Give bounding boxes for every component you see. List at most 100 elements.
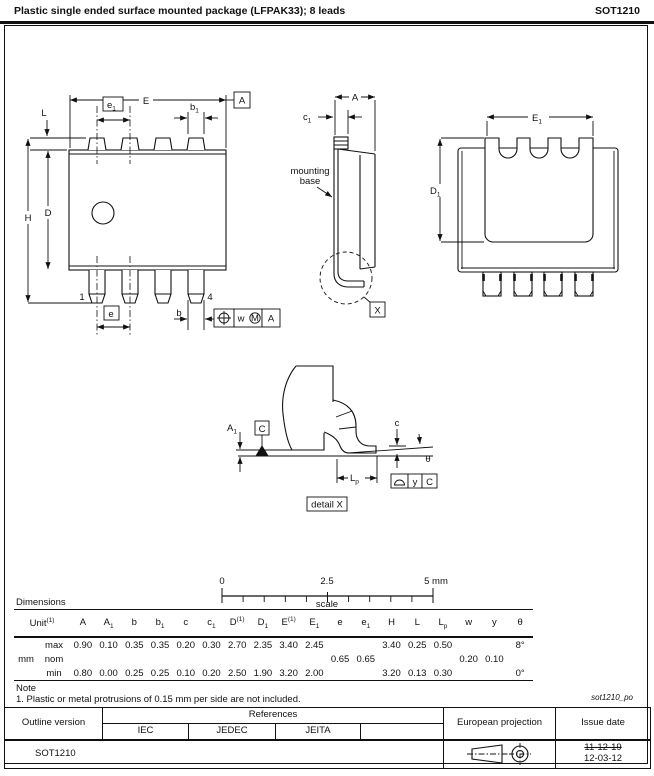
dim-col-header: D(1) [224, 609, 251, 638]
dim-col-header: b1 [147, 609, 173, 638]
dim-value: 8° [515, 639, 525, 651]
dim-col-header: D1 [250, 609, 276, 638]
dim-value [327, 666, 353, 681]
unit-value: mm [18, 653, 34, 665]
footer-projection-header: European projection [443, 707, 557, 740]
dim-col-header: c1 [198, 609, 225, 638]
footer-issue-header: Issue date [555, 707, 652, 740]
issue-date-old: 11-12-19 [584, 742, 622, 754]
unit-header: Unit(1) [14, 609, 71, 638]
dim-col-header: E(1) [275, 609, 302, 638]
dim-value: 3.20 [279, 667, 298, 679]
dim-value: 0.35 [125, 639, 144, 651]
dim-value: 0.35 [150, 639, 170, 651]
dim-value [404, 652, 430, 666]
dim-value: 3.40 [279, 639, 298, 651]
dim-value [456, 637, 482, 652]
dim-value: 2.45 [305, 639, 324, 651]
drawing-code: sot1210_po [591, 693, 633, 702]
dim-col-header: w [455, 609, 482, 638]
dim-value [173, 652, 199, 666]
dim-value [353, 637, 379, 652]
dim-row-nom: nom 0.65 0.65 0.20 [14, 652, 533, 666]
dim-value: 0.10 [176, 667, 196, 679]
dim-col-header: θ [507, 609, 533, 638]
dim-value: 0.25 [125, 667, 144, 679]
dim-col-header: E1 [301, 609, 328, 638]
dim-col-header: Lp [430, 609, 456, 638]
package-code: SOT1210 [595, 5, 640, 17]
dim-value: 2.50 [227, 667, 247, 679]
dim-value: 1.90 [253, 667, 273, 679]
footer-outline-header: Outline version [4, 707, 103, 740]
dim-value [482, 637, 508, 652]
dim-value: 0.00 [99, 667, 118, 679]
footer-issue-cell: 11-12-19 12-03-12 [555, 738, 652, 769]
dim-value: 0.13 [407, 667, 427, 679]
dimensions-caption: Dimensions [16, 597, 66, 608]
dim-value [70, 652, 96, 666]
dimensions-table: Unit(1) A A1 b b1 c c1 D(1) D1 E(1) E1 e… [14, 609, 533, 681]
dim-value: 0.20 [459, 653, 478, 665]
footer-references-header: References [101, 707, 445, 724]
footer-ref-iec: IEC [102, 723, 189, 740]
dim-col-header: c [172, 609, 199, 638]
footer-projection-cell [443, 738, 557, 769]
dim-value: 3.20 [382, 667, 401, 679]
dim-col-header: b [121, 609, 148, 638]
dim-value: 0.65 [356, 653, 376, 665]
dim-value: 0.30 [433, 667, 453, 679]
page-title: Plastic single ended surface mounted pac… [14, 5, 346, 17]
dim-col-header: e1 [352, 609, 379, 638]
dim-value [482, 666, 508, 681]
dim-value: 0.25 [150, 667, 170, 679]
footer-ref-jeita: JEITA [275, 723, 361, 740]
dim-value: 0° [515, 667, 525, 679]
dim-value: 0.50 [433, 639, 453, 651]
dim-value: 0.65 [330, 653, 350, 665]
dim-value [96, 652, 122, 666]
footer-table: Outline version References European proj… [3, 707, 652, 769]
dim-value: 0.90 [73, 639, 93, 651]
first-angle-projection-icon [466, 743, 531, 765]
footer-ref-jedec: JEDEC [188, 723, 276, 740]
dim-value: 0.20 [176, 639, 196, 651]
dim-header-row: Unit(1) A A1 b b1 c c1 D(1) D1 E(1) E1 e… [14, 609, 533, 638]
dim-value [353, 666, 379, 681]
footer-ref-blank [359, 723, 445, 740]
dim-row-max: mm max 0.90 0.10 0.35 0.35 0.20 0.30 2.7… [14, 637, 533, 665]
row-label: max [45, 639, 63, 651]
dim-value: 0.10 [485, 653, 504, 665]
dim-value: 0.30 [202, 639, 221, 651]
dim-row-min: min 0.80 0.00 0.25 0.25 0.10 0.20 2.50 1… [14, 666, 533, 681]
dim-value [121, 652, 147, 666]
dim-col-header: A1 [95, 609, 122, 638]
dim-value: 2.35 [253, 639, 273, 651]
dim-value [379, 652, 405, 666]
dim-value: 0.80 [73, 667, 93, 679]
dim-value [250, 652, 276, 666]
dim-value [147, 652, 173, 666]
dim-value [224, 652, 250, 666]
issue-date-new: 12-03-12 [584, 753, 623, 764]
row-label: nom [44, 653, 64, 665]
header-rule [0, 21, 654, 24]
dim-value: 3.40 [382, 639, 401, 651]
dim-col-header: A [70, 609, 96, 638]
dim-value: 0.20 [202, 667, 221, 679]
row-label: min [46, 667, 62, 679]
dim-value: 0.25 [407, 639, 427, 651]
note-heading: Note [16, 683, 37, 694]
dim-value: 0.10 [99, 639, 118, 651]
dim-value [199, 652, 225, 666]
note-text: 1. Plastic or metal protrusions of 0.15 … [16, 694, 301, 705]
dim-col-header: L [404, 609, 431, 638]
dim-value: 2.00 [305, 667, 324, 679]
dim-col-header: e [327, 609, 353, 638]
dim-value: 2.70 [227, 639, 247, 651]
footer-outline-value: SOT1210 [3, 738, 445, 769]
dim-value [276, 652, 302, 666]
dim-value [507, 652, 533, 666]
dim-col-header: H [378, 609, 405, 638]
